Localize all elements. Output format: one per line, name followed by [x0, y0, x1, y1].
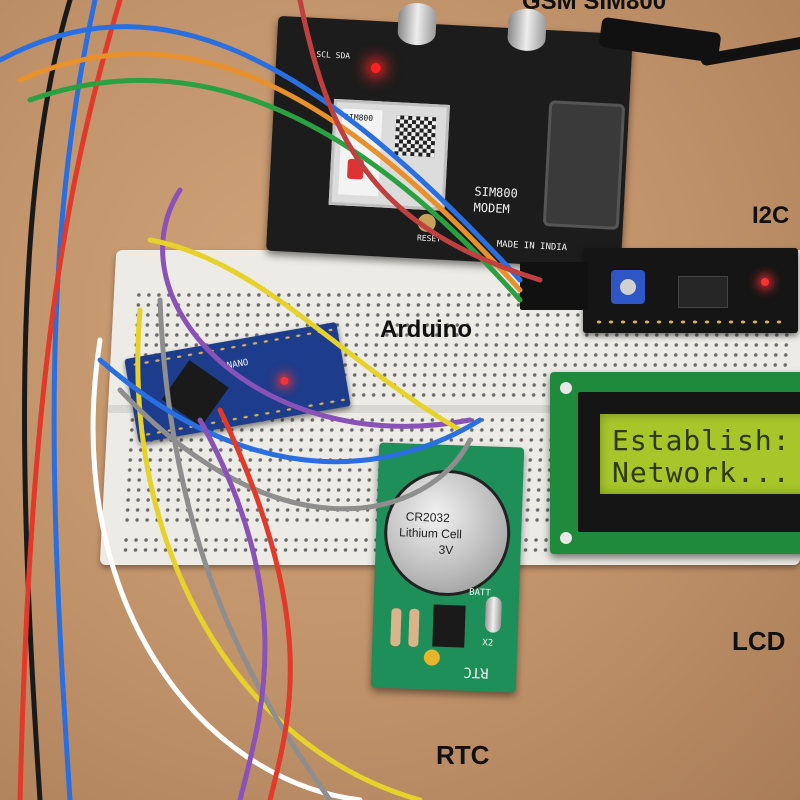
callout-i2c: I2C [752, 202, 790, 229]
lcd-bezel: Establish: Network... [578, 392, 800, 532]
callout-arduino: Arduino [380, 316, 472, 343]
lcd-module: Establish: Network... [550, 372, 800, 554]
callout-gsm: GSM SIM800 [522, 0, 667, 15]
callout-rtc: RTC [436, 740, 490, 770]
callout-lcd: LCD [732, 626, 786, 656]
i2c-potentiometer [611, 270, 645, 304]
i2c-adapter [583, 248, 798, 333]
lcd-screen: Establish: Network... [600, 414, 800, 494]
lcd-line-2: Network... [612, 456, 791, 489]
i2c-chip [678, 276, 728, 308]
lcd-line-1: Establish: [612, 424, 791, 457]
i2c-jumper-header [520, 262, 588, 310]
i2c-led [761, 278, 769, 286]
